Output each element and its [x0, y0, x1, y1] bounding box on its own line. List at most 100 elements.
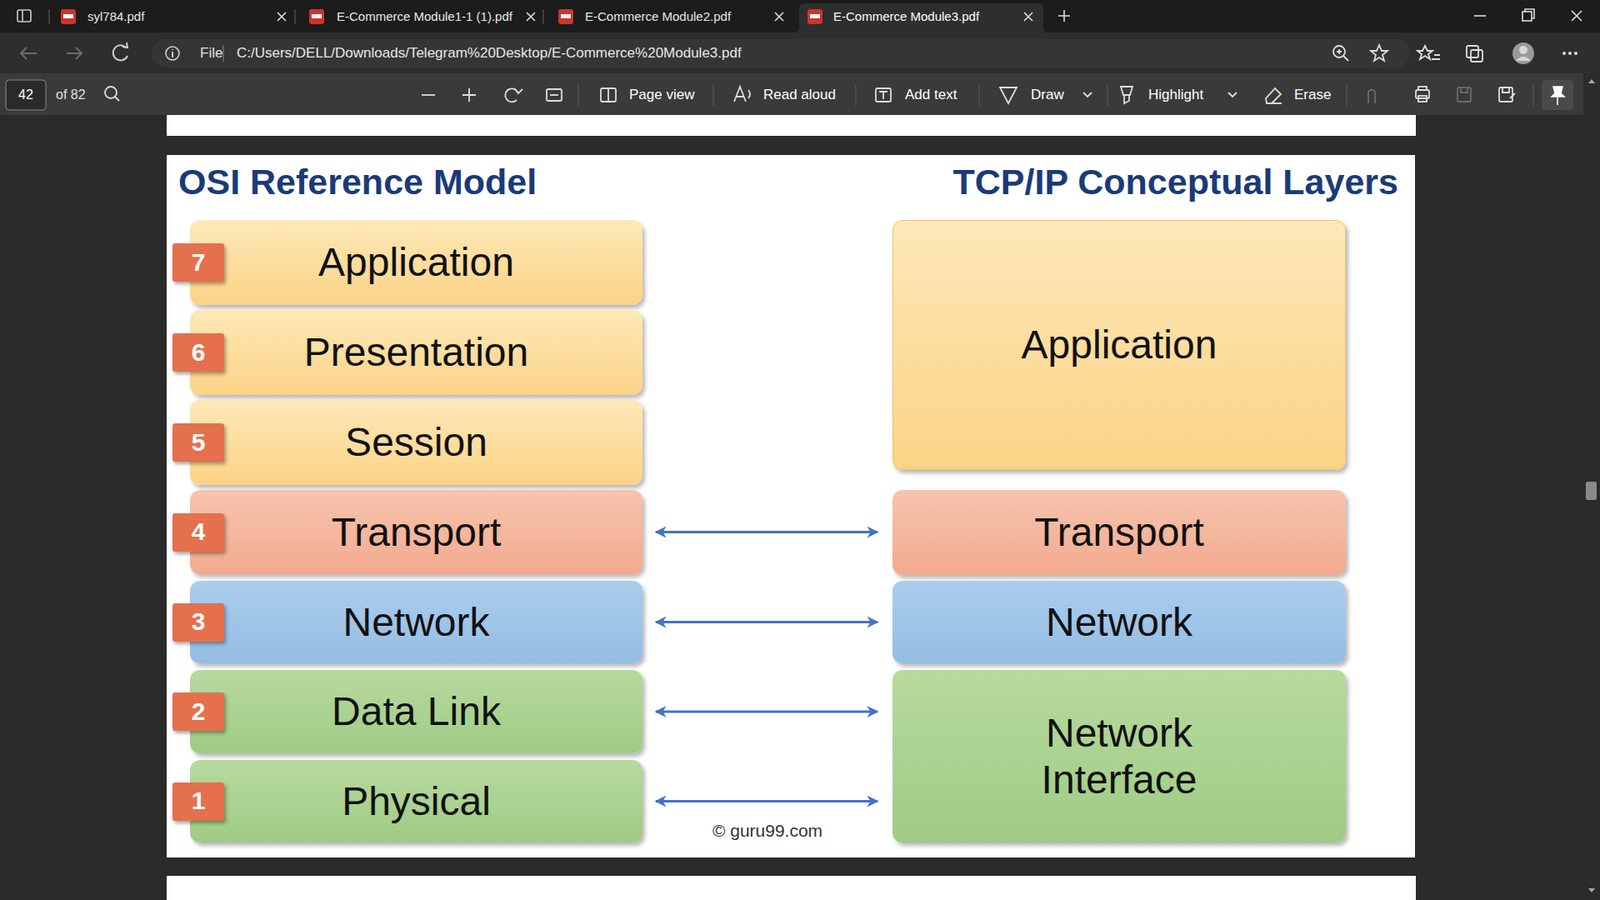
layer-name: Data Link — [331, 688, 501, 735]
layer-mapping-arrow — [655, 800, 878, 803]
layer-name: Session — [345, 419, 488, 465]
ui-shape — [1474, 15, 1486, 17]
toolbar-button: Highlight — [1148, 86, 1204, 103]
address-url: C:/Users/DELL/Downloads/Telegram%20Deskt… — [236, 45, 742, 61]
ui-shape — [550, 94, 559, 96]
ui-shape — [1106, 84, 1108, 106]
ui-shape — [1418, 86, 1427, 90]
label-holder: syl784.pdf — [87, 9, 145, 25]
callout-number: 7 — [191, 248, 206, 278]
label-holder: E-Commerce Module1-1 (1).pdf — [336, 9, 513, 25]
toolbar-button: Read aloud — [763, 86, 836, 103]
watermark: © guru99.com — [712, 820, 823, 840]
address-scheme: File — [200, 45, 223, 61]
ui-shape — [1571, 10, 1582, 21]
layer-mapping-arrow — [655, 620, 878, 624]
ui-shape — [1336, 49, 1349, 61]
ui-shape — [49, 9, 544, 25]
layer-name: Physical — [341, 778, 491, 825]
ui-shape — [1120, 86, 1133, 104]
ui-shape — [1574, 51, 1578, 55]
ui-shape — [577, 84, 579, 106]
ui-shape — [1532, 84, 1534, 106]
ui-shape — [63, 14, 74, 19]
ui-shape — [1058, 10, 1070, 22]
label-holder: 42 — [18, 87, 34, 103]
layer-name: Network — [342, 599, 490, 645]
layer-name: Network Interface — [981, 710, 1257, 802]
tcpip-layer-box: Application — [892, 220, 1346, 470]
callout-number: 2 — [191, 697, 206, 727]
ui-shape — [222, 45, 225, 62]
ui-shape — [166, 155, 1415, 858]
layer-number: 4 — [172, 513, 225, 552]
toolbar-button: Add text — [905, 86, 957, 103]
ui-shape — [526, 12, 535, 21]
label-holder: Erase — [1294, 86, 1331, 104]
layer-name: Transport — [1034, 509, 1205, 555]
ui-shape — [978, 84, 980, 106]
page-count: of 82 — [55, 87, 86, 102]
ui-shape — [166, 115, 1416, 136]
callout-number: 5 — [191, 428, 206, 458]
ui-shape — [1512, 42, 1535, 65]
ui-shape — [105, 86, 117, 99]
ui-shape — [1228, 92, 1237, 97]
ui-shape — [1370, 45, 1388, 61]
osi-layer-box: Application — [190, 220, 643, 305]
ui-shape — [855, 84, 856, 106]
ui-shape — [875, 88, 891, 102]
label-holder: Read aloud — [763, 86, 836, 104]
tcpip-layer-box: Transport — [892, 490, 1346, 575]
ui-shape — [151, 39, 1410, 68]
ui-shape — [1541, 80, 1574, 110]
ui-shape — [793, 3, 1050, 33]
layer-number: 7 — [172, 243, 225, 282]
ui-shape — [1522, 11, 1532, 21]
ui-shape — [1525, 9, 1535, 19]
ui-shape — [1502, 87, 1515, 99]
label-holder: TCP/IP Conceptual Layers — [953, 161, 1399, 203]
layer-mapping-arrow — [655, 710, 878, 714]
osi-layer-box: Data Link — [190, 670, 643, 754]
layer-name: Network — [1045, 599, 1193, 645]
ui-shape — [66, 47, 82, 60]
ui-shape — [807, 9, 823, 25]
ui-shape — [309, 9, 325, 25]
ui-shape — [1265, 88, 1282, 104]
ui-shape — [462, 88, 476, 102]
callout-number: 6 — [191, 338, 206, 368]
ui-shape — [600, 88, 616, 102]
osi-layer-box: Presentation — [190, 310, 643, 395]
osi-layer-box: Network — [190, 580, 643, 664]
label-holder: OSI Reference Model — [178, 161, 537, 203]
label-holder: E-Commerce Module3.pdf — [833, 9, 980, 25]
ui-shape — [294, 9, 296, 25]
label-holder: Draw — [1030, 86, 1065, 104]
layer-number: 5 — [172, 423, 225, 462]
label-holder: Add text — [905, 86, 957, 104]
ui-shape — [17, 10, 31, 22]
ui-shape — [578, 84, 1534, 106]
column-heading: OSI Reference Model — [178, 161, 537, 202]
label-holder: of 82 — [55, 87, 86, 103]
ui-shape — [1562, 51, 1566, 55]
ui-shape — [311, 14, 322, 19]
ui-shape — [1499, 87, 1513, 102]
ui-shape — [20, 47, 82, 60]
page-number: 42 — [18, 87, 34, 102]
ui-shape — [421, 94, 435, 96]
callout-number: 3 — [191, 607, 206, 637]
ui-shape — [1345, 84, 1347, 106]
label-holder: E-Commerce Module2.pdf — [585, 9, 731, 25]
ui-shape — [0, 73, 1600, 115]
ui-shape — [1368, 87, 1471, 104]
ui-shape — [166, 875, 1416, 900]
layer-name: Application — [318, 239, 515, 285]
ui-shape — [1417, 45, 1433, 60]
ui-shape — [514, 88, 523, 94]
